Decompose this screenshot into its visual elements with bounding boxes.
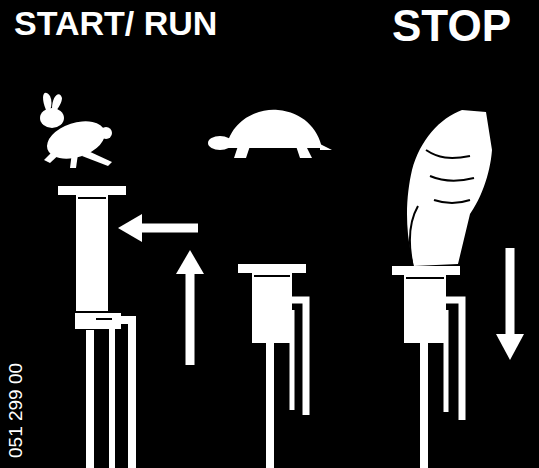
- turtle-symbol: [208, 110, 332, 158]
- motion-arrows: [118, 214, 204, 365]
- plunger-pressed: [392, 266, 462, 468]
- rabbit-symbol: [40, 93, 112, 168]
- part-number: 051 299 00: [6, 363, 25, 458]
- plunger-middle: [238, 264, 306, 468]
- press-arrow: [496, 248, 524, 360]
- mode-heading: STOP: [392, 4, 511, 48]
- mode-heading: START/ RUN: [14, 6, 217, 40]
- hand-symbol: [407, 110, 492, 266]
